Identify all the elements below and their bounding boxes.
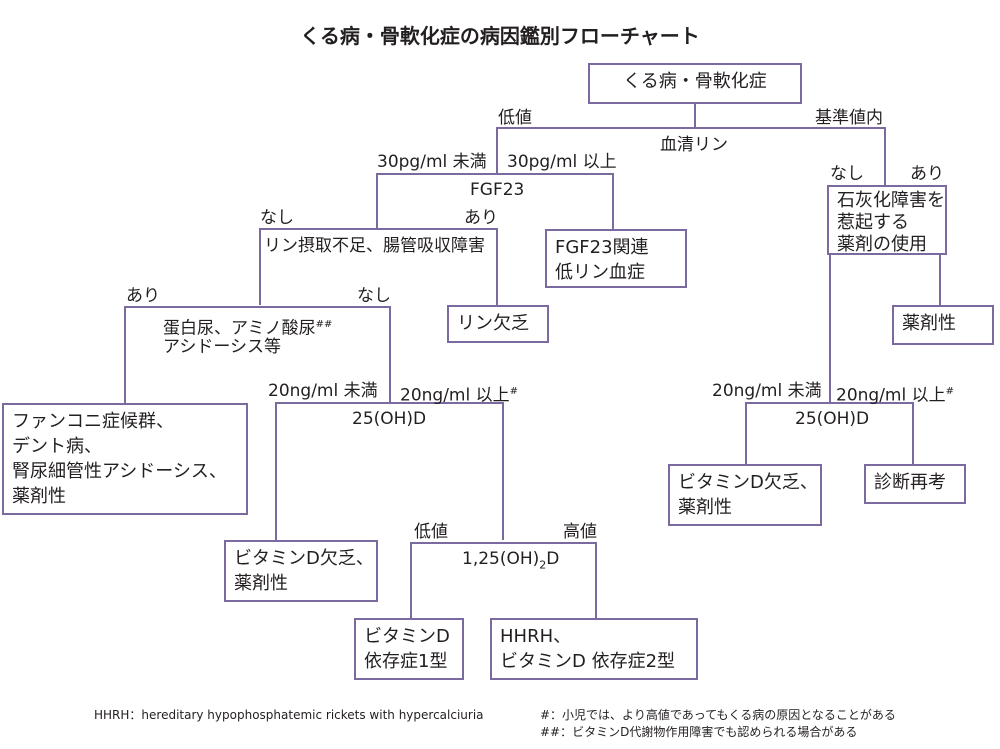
node-fanconi-line4: 薬剤性 — [12, 486, 66, 507]
connector — [259, 228, 498, 305]
node-serum-p: 血清リン — [660, 135, 728, 155]
node-drug: 石灰化障害を 惹起する 薬剤の使用 — [827, 185, 947, 255]
node-vitd-def-right-line1: ビタミンD欠乏、 — [678, 472, 818, 493]
label-ge20-left-text: 20ng/ml 以上 — [400, 385, 510, 406]
node-drug-line3: 薬剤の使用 — [837, 234, 927, 255]
connector — [275, 402, 504, 540]
node-hhrh-line2: ビタミンD 依存症2型 — [500, 651, 676, 672]
label-low: 低値 — [498, 108, 532, 128]
node-calcitriol: 1,25(OH)2D — [462, 548, 559, 576]
footnote-hhrh: HHRH：hereditary hypophosphatemic rickets… — [94, 708, 484, 722]
node-proteinuria-line2: アシドーシス等 — [163, 337, 281, 357]
node-fgf23: FGF23 — [470, 180, 525, 200]
node-fgf23-related-line2: 低リン血症 — [555, 262, 645, 283]
node-calcitriol-end: D — [546, 549, 560, 569]
node-ohd-left: 25(OH)D — [352, 409, 427, 429]
node-drug-induced-label: 薬剤性 — [902, 313, 956, 334]
footnote-double-hash: ##：ビタミンD代謝物作用障害でも認められる場合がある — [540, 725, 858, 739]
connector — [410, 542, 597, 618]
node-reconsider-label: 診断再考 — [874, 472, 946, 493]
label-lt30: 30pg/ml 未満 — [377, 152, 487, 172]
node-fanconi-line3: 腎尿細管性アシドーシス、 — [12, 461, 227, 482]
node-ohd-right: 25(OH)D — [795, 409, 870, 429]
label-lt20-right: 20ng/ml 未満 — [712, 381, 822, 401]
label-ge30: 30pg/ml 以上 — [507, 152, 617, 172]
node-vitd-def-left-line1: ビタミンD欠乏、 — [234, 548, 374, 569]
node-p-deficiency-label: リン欠乏 — [457, 313, 529, 334]
hash-mark-left: # — [509, 386, 519, 397]
label-none-1: なし — [260, 208, 294, 228]
label-yes-2: あり — [126, 286, 160, 306]
node-drug-line2: 惹起する — [837, 212, 909, 233]
node-intake: リン摂取不足、腸管吸収障害 — [264, 236, 485, 256]
node-hhrh: HHRH、 ビタミンD 依存症2型 — [490, 618, 698, 680]
node-vitd-def-right: ビタミンD欠乏、 薬剤性 — [668, 464, 822, 526]
node-fgf23-related: FGF23関連 低リン血症 — [545, 229, 687, 288]
node-calcitriol-main: 1,25(OH) — [462, 549, 540, 569]
label-ge20-right-text: 20ng/ml 以上 — [836, 385, 946, 406]
node-vitd-def-left-line2: 薬剤性 — [234, 573, 288, 594]
node-p-deficiency: リン欠乏 — [447, 305, 549, 343]
page-title: くる病・骨軟化症の病因鑑別フローチャート — [300, 24, 700, 48]
node-vdd1-line2: 依存症1型 — [364, 651, 448, 672]
connector — [124, 306, 391, 403]
label-yes-3: あり — [910, 164, 944, 184]
node-proteinuria-line1: 蛋白尿、アミノ酸尿## — [163, 313, 332, 341]
label-low-2: 低値 — [414, 522, 448, 542]
label-normal: 基準値内 — [815, 108, 883, 128]
node-fanconi: ファンコニ症候群、 デント病、 腎尿細管性アシドーシス、 薬剤性 — [2, 403, 248, 515]
node-vitd-def-right-line2: 薬剤性 — [678, 497, 732, 518]
node-vitd-def-left: ビタミンD欠乏、 薬剤性 — [224, 540, 378, 602]
connector — [745, 402, 914, 464]
node-proteinuria-text: 蛋白尿、アミノ酸尿 — [163, 318, 316, 339]
connector — [496, 127, 886, 185]
label-ge20-left: 20ng/ml 以上# — [400, 380, 518, 408]
node-root-label: くる病・骨軟化症 — [623, 71, 767, 92]
connector — [376, 173, 614, 229]
node-root: くる病・骨軟化症 — [588, 63, 802, 104]
label-ge20-right: 20ng/ml 以上# — [836, 380, 954, 408]
node-drug-line1: 石灰化障害を — [837, 190, 945, 211]
double-hash-mark: ## — [315, 319, 333, 330]
node-fanconi-line1: ファンコニ症候群、 — [12, 411, 174, 432]
label-high-2: 高値 — [563, 522, 597, 542]
node-hhrh-line1: HHRH、 — [500, 626, 572, 647]
node-vdd1-line1: ビタミンD — [364, 626, 450, 647]
node-fgf23-related-line1: FGF23関連 — [555, 237, 649, 258]
node-drug-induced: 薬剤性 — [892, 305, 994, 345]
footnote-hash: #：小児では、より高値であってもくる病の原因となることがある — [540, 708, 896, 722]
label-lt20-left: 20ng/ml 未満 — [268, 381, 378, 401]
label-yes-1: あり — [464, 208, 498, 228]
node-reconsider: 診断再考 — [864, 464, 966, 504]
label-none-3: なし — [830, 164, 864, 184]
hash-mark-right: # — [945, 386, 955, 397]
label-none-2: なし — [357, 286, 391, 306]
node-vdd1: ビタミンD 依存症1型 — [354, 618, 464, 680]
node-fanconi-line2: デント病、 — [12, 436, 102, 457]
node-calcitriol-sub: 2 — [539, 558, 547, 572]
